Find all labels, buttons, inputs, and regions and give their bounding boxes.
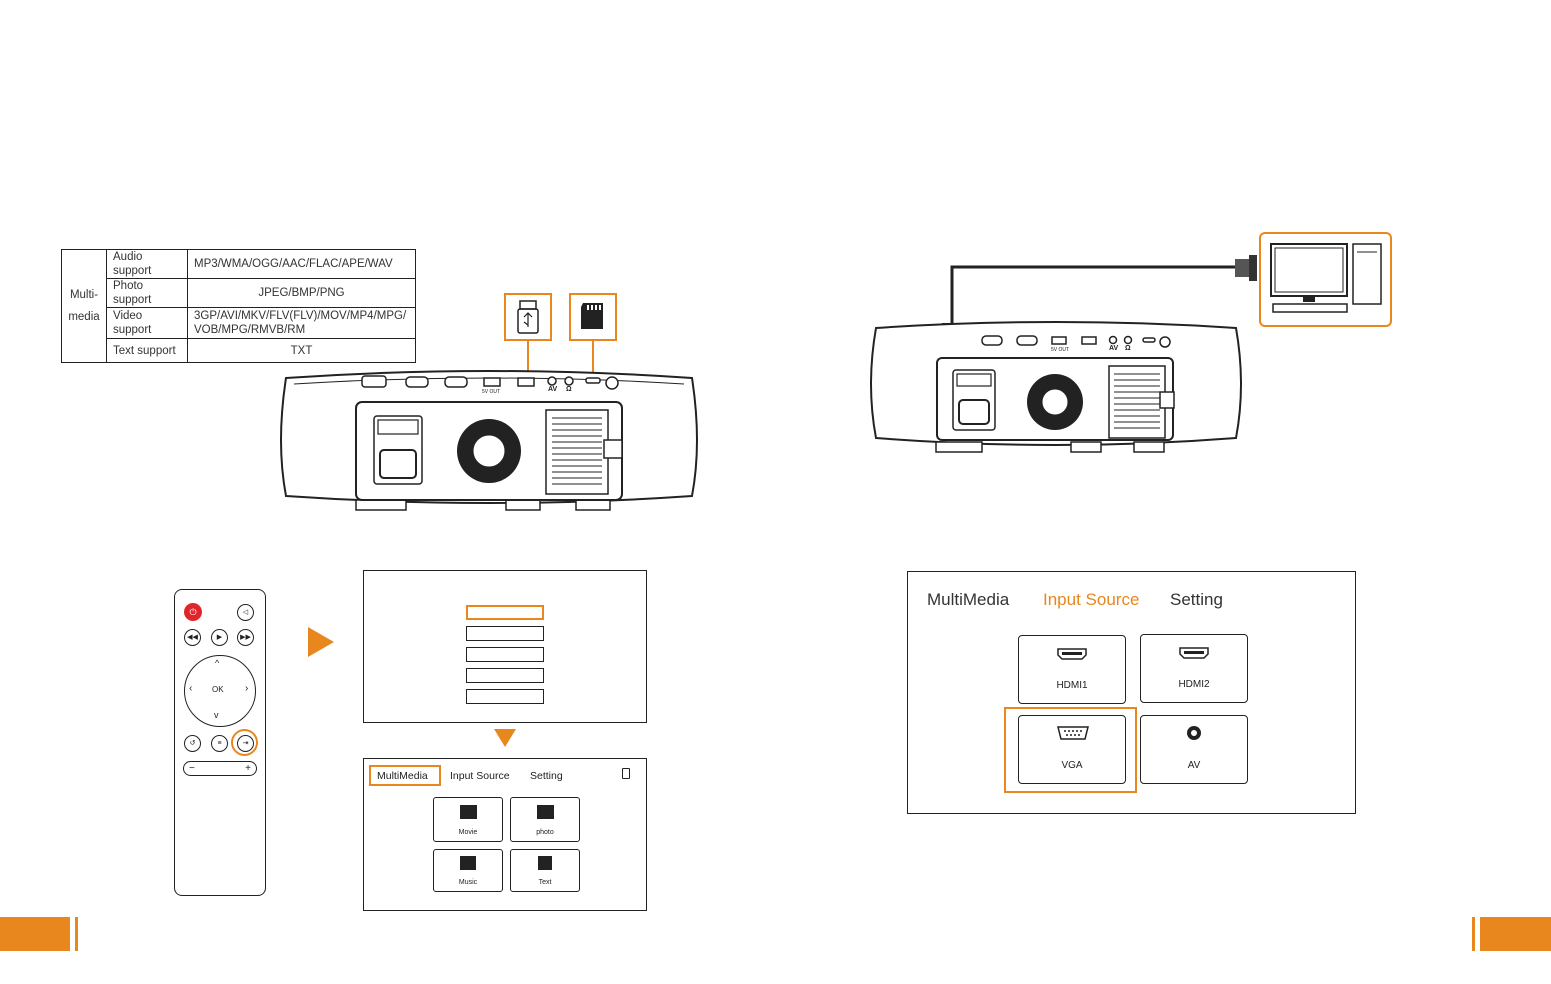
mute-button[interactable]: ◁	[237, 604, 254, 621]
port-5v-label: 5V OUT	[482, 389, 501, 395]
usb-callout-line	[527, 341, 529, 376]
left-arrow-icon[interactable]: ‹	[189, 683, 193, 694]
storage-icon	[622, 768, 630, 779]
projector-rear-right	[870, 321, 1242, 453]
tab-setting[interactable]: Setting	[530, 770, 563, 782]
tile-movie[interactable]: Movie	[433, 797, 503, 842]
page-tab-right	[1480, 917, 1551, 951]
row-value: MP3/WMA/OGG/AAC/FLAC/APE/WAV	[187, 249, 416, 279]
movie-icon	[460, 805, 477, 819]
source-button-highlight	[231, 729, 258, 756]
tile-label: AV	[1187, 760, 1201, 771]
row-label: Text support	[106, 338, 188, 363]
tile-photo[interactable]: photo	[510, 797, 580, 842]
tile-label: HDMI2	[1178, 679, 1210, 690]
tile-label: photo	[536, 829, 554, 836]
tile-label: VGA	[1061, 760, 1083, 771]
tile-label: Text	[538, 879, 552, 886]
computer-monitor-icon	[1270, 243, 1382, 313]
av-port-icon	[1187, 726, 1201, 740]
photo-icon	[537, 805, 554, 819]
menu-screen-input-source: MultiMedia Input Source Setting HDMI1 HD…	[907, 571, 1356, 814]
menu-screen-blank	[363, 570, 647, 723]
port-5v-label-right: 5V OUT	[1051, 347, 1070, 353]
tab-input-source[interactable]: Input Source	[450, 770, 510, 782]
tile-hdmi2[interactable]: HDMI2	[1140, 634, 1248, 703]
row-label: Photo support	[106, 278, 188, 308]
table-row: Photo support JPEG/BMP/PNG	[62, 278, 416, 308]
rewind-button[interactable]: ◀◀	[184, 629, 201, 646]
down-arrow-icon[interactable]: v	[214, 710, 219, 720]
menu-slot[interactable]	[466, 689, 544, 704]
menu-slot[interactable]	[466, 668, 544, 683]
menu-screen-multimedia: MultiMedia Input Source Setting Movie ph…	[363, 758, 647, 911]
header-line-1: Multi-	[69, 289, 99, 301]
multimedia-tab-highlight	[369, 765, 441, 786]
right-arrow-icon[interactable]: ›	[245, 683, 249, 694]
up-arrow-icon[interactable]: ^	[215, 658, 220, 668]
sd-callout-box	[569, 293, 617, 341]
page-tab-left-bar	[75, 917, 78, 951]
tab-multimedia[interactable]: MultiMedia	[377, 770, 428, 782]
volume-rocker[interactable]: − +	[183, 761, 257, 776]
header-line-2: media	[68, 311, 100, 323]
tab-input-source-active[interactable]: Input Source	[1043, 590, 1140, 609]
volume-minus[interactable]: −	[189, 763, 195, 774]
port-headphone-label: Ω	[566, 386, 572, 393]
usb-drive-icon	[517, 300, 539, 334]
tab-setting[interactable]: Setting	[1170, 590, 1223, 609]
menu-slot[interactable]	[466, 647, 544, 662]
table-row: Text support TXT	[62, 338, 416, 363]
row-value: JPEG/BMP/PNG	[187, 278, 416, 308]
forward-button[interactable]: ▶▶	[237, 629, 254, 646]
row-value: 3GP/AVI/MKV/FLV(FLV)/MOV/MP4/MPG/ VOB/MP…	[187, 307, 416, 339]
play-pause-button[interactable]: ▶	[211, 629, 228, 646]
sd-callout-line	[592, 341, 594, 376]
hdmi-port-icon	[1057, 648, 1087, 660]
tile-hdmi1[interactable]: HDMI1	[1018, 635, 1126, 704]
tile-text[interactable]: Text	[510, 849, 580, 892]
tab-multimedia[interactable]: MultiMedia	[927, 590, 1010, 609]
port-av-label: AV	[548, 386, 558, 393]
page-tab-left	[0, 917, 70, 951]
volume-plus[interactable]: +	[245, 763, 251, 774]
menu-slot[interactable]	[466, 626, 544, 641]
projector-rear-left	[280, 370, 698, 511]
music-icon	[460, 856, 476, 870]
computer-callout-box	[1259, 232, 1392, 327]
table-row: Multi- media Audio support MP3/WMA/OGG/A…	[61, 249, 416, 363]
row-label: Video support	[106, 307, 188, 339]
back-button[interactable]: ↺	[184, 735, 201, 752]
table-row: Video support 3GP/AVI/MKV/FLV(FLV)/MOV/M…	[62, 307, 416, 339]
row-value: TXT	[187, 338, 416, 363]
row-label: Audio support	[106, 249, 188, 279]
port-headphone-label-right: Ω	[1125, 345, 1131, 352]
page-tab-right-bar	[1472, 917, 1475, 951]
power-button[interactable]: ⏻	[184, 603, 202, 621]
tile-label: HDMI1	[1056, 680, 1088, 691]
menu-button[interactable]: ≡	[211, 735, 228, 752]
play-arrow-icon	[308, 627, 334, 657]
table-header-cell: Multi- media	[61, 249, 107, 363]
down-arrow-icon	[494, 729, 516, 747]
vga-tile-highlight	[1004, 707, 1137, 793]
port-av-label-right: AV	[1109, 345, 1119, 352]
dpad[interactable]: ^ ‹ › v OK	[184, 655, 256, 727]
vga-port-icon	[1057, 726, 1089, 740]
sd-card-icon	[581, 303, 603, 329]
tile-music[interactable]: Music	[433, 849, 503, 892]
ok-button[interactable]: OK	[212, 685, 224, 694]
usb-callout-box	[504, 293, 552, 341]
tile-av[interactable]: AV	[1140, 715, 1248, 784]
multimedia-support-table: Multi- media Audio support MP3/WMA/OGG/A…	[61, 249, 416, 363]
hdmi-port-icon	[1179, 647, 1209, 659]
tile-vga[interactable]: VGA	[1018, 715, 1126, 784]
tile-label: Music	[458, 879, 478, 886]
menu-slot-highlighted[interactable]	[466, 605, 544, 620]
remote-control: ⏻ ◁ ◀◀ ▶ ▶▶ ^ ‹ › v OK ↺ ≡ ⇥ − +	[174, 589, 266, 896]
text-icon	[538, 856, 552, 870]
tile-label: Movie	[458, 829, 478, 836]
